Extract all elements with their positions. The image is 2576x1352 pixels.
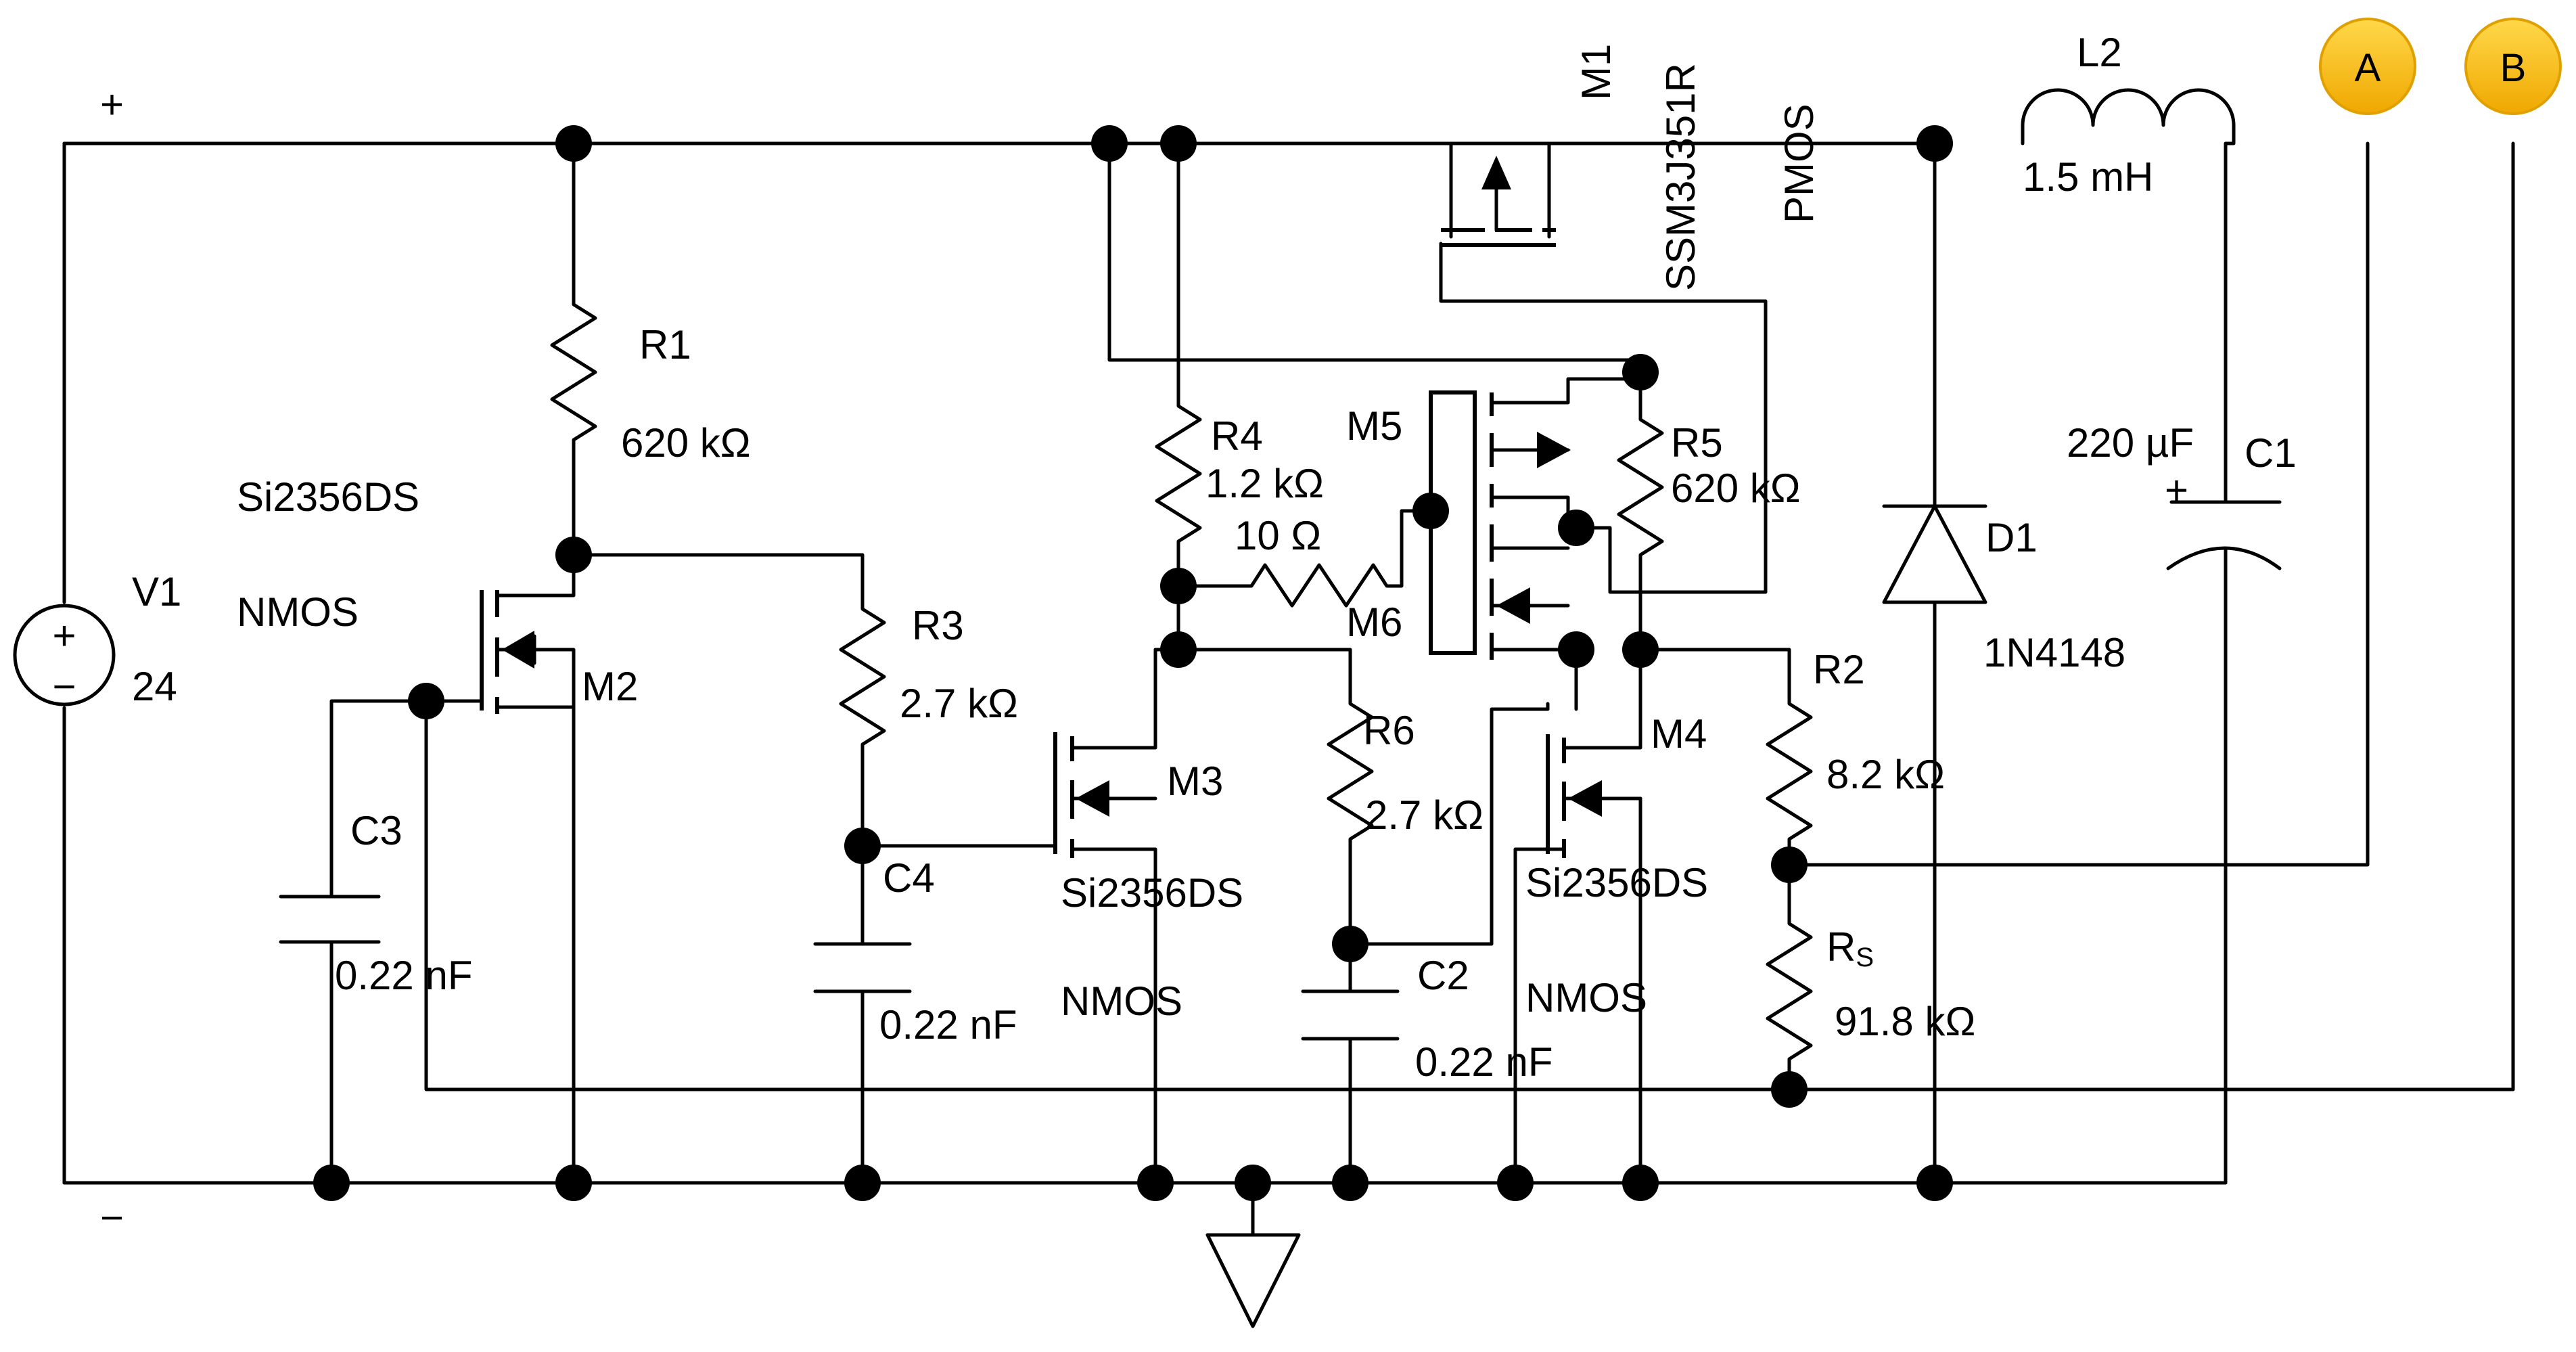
rs-subscript: S bbox=[1856, 943, 1874, 972]
m5-label: M5 bbox=[1346, 403, 1402, 449]
rs-label: RS bbox=[1826, 924, 1874, 972]
c1-label: C1 bbox=[2245, 430, 2297, 476]
probe-a[interactable]: A bbox=[2319, 18, 2416, 115]
probe-b[interactable]: B bbox=[2464, 18, 2562, 115]
m1-type-label: PMOS bbox=[1776, 104, 1822, 223]
capacitor-c2 bbox=[1301, 707, 1550, 1185]
resistor-rs bbox=[1766, 863, 1813, 1091]
c4-label: C4 bbox=[883, 855, 935, 901]
l2-value: 1.5 mH bbox=[2023, 154, 2153, 200]
inductor-l2 bbox=[2021, 88, 2236, 503]
c3-label: C3 bbox=[350, 808, 402, 853]
transistor-m2 bbox=[424, 553, 576, 1185]
d1-part: 1N4148 bbox=[1983, 630, 2125, 675]
r4-label: R4 bbox=[1211, 413, 1263, 459]
m2-label: M2 bbox=[582, 664, 638, 709]
resistor-r6 bbox=[1176, 648, 1374, 946]
r2-label: R2 bbox=[1813, 647, 1865, 692]
m3-label: M3 bbox=[1167, 759, 1223, 804]
ground-symbol bbox=[1205, 1181, 1301, 1328]
v1-label: V1 bbox=[132, 569, 181, 614]
m1-label: M1 bbox=[1573, 44, 1619, 100]
m2-type-label: NMOS bbox=[237, 589, 359, 635]
capacitor-c1 bbox=[2166, 500, 2282, 1185]
source-plus-glyph: + bbox=[52, 613, 76, 658]
c1-polarity: + bbox=[2165, 468, 2188, 513]
resistor-r3 bbox=[572, 553, 886, 848]
r6-label: R6 bbox=[1363, 708, 1415, 753]
c3-value: 0.22 nF bbox=[335, 953, 472, 998]
l2-label: L2 bbox=[2077, 30, 2122, 75]
diode-d1 bbox=[1882, 141, 1987, 1185]
m6-label: M6 bbox=[1346, 600, 1402, 645]
m4-label: M4 bbox=[1651, 711, 1707, 757]
c4-value: 0.22 nF bbox=[879, 1002, 1017, 1047]
probe-a-label: A bbox=[2355, 46, 2381, 90]
m3-type-label: NMOS bbox=[1061, 978, 1182, 1024]
capacitor-c3 bbox=[279, 699, 428, 1185]
c2-label: C2 bbox=[1417, 953, 1469, 998]
c2-value: 0.22 nF bbox=[1415, 1039, 1552, 1085]
d1-label: D1 bbox=[1985, 515, 2038, 560]
r5-label: R5 bbox=[1671, 420, 1723, 466]
rail-plus-sign: + bbox=[100, 82, 124, 127]
c1-value: 220 µF bbox=[2067, 420, 2194, 466]
v1-value: 24 bbox=[132, 664, 177, 709]
m4-type-label: NMOS bbox=[1525, 975, 1647, 1020]
resistor-10-ohm bbox=[1176, 509, 1433, 608]
probe-a-wire bbox=[1787, 141, 2370, 867]
resistor-r1 bbox=[550, 141, 597, 557]
source-minus-glyph: − bbox=[52, 664, 76, 709]
m4-model-label: Si2356DS bbox=[1525, 860, 1708, 905]
rs-name: R bbox=[1826, 924, 1856, 970]
probe-b-wire bbox=[424, 141, 2515, 1091]
r2-value: 8.2 kΩ bbox=[1826, 752, 1945, 797]
transistor-m4 bbox=[1513, 648, 1642, 1185]
m3-model-label: Si2356DS bbox=[1061, 870, 1243, 916]
m2-model-label: Si2356DS bbox=[237, 474, 419, 520]
rgate-value: 10 Ω bbox=[1235, 513, 1321, 558]
r6-value: 2.7 kΩ bbox=[1365, 792, 1484, 838]
rs-value: 91.8 kΩ bbox=[1835, 999, 1975, 1044]
r1-value: 620 kΩ bbox=[621, 420, 751, 466]
r5-value: 620 kΩ bbox=[1671, 466, 1801, 511]
transistor-m1 bbox=[1439, 141, 1556, 247]
m1-model-label: SSM3J351R bbox=[1658, 63, 1703, 291]
transistor-pair-m5-m6 bbox=[1429, 377, 1642, 711]
r3-label: R3 bbox=[912, 603, 964, 648]
resistor-r2 bbox=[1638, 648, 1813, 867]
r4-value: 1.2 kΩ bbox=[1205, 461, 1324, 506]
junction-dots bbox=[313, 125, 1953, 1201]
supply-rail bbox=[62, 141, 1937, 1185]
r1-label: R1 bbox=[639, 322, 691, 367]
rail-minus-sign: − bbox=[100, 1195, 124, 1240]
probe-b-label: B bbox=[2500, 46, 2527, 90]
transistor-m3 bbox=[860, 648, 1157, 1185]
r3-value: 2.7 kΩ bbox=[900, 681, 1018, 726]
voltage-source-v1: + − bbox=[13, 604, 116, 709]
